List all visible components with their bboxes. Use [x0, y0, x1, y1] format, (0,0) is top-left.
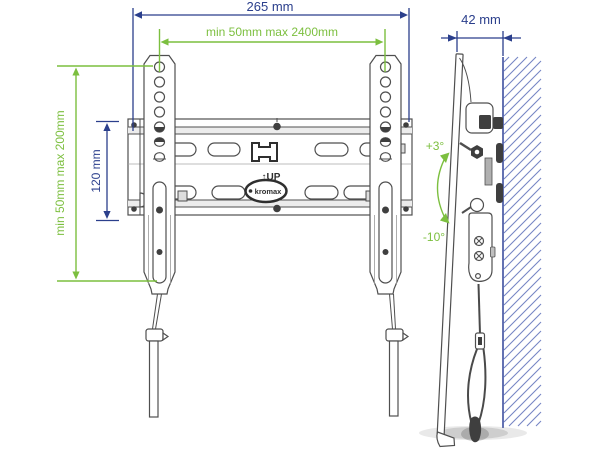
dim-height-range-label: min 50mm max 200mm — [53, 110, 67, 235]
dim-rail-span-label: min 50mm max 2400mm — [206, 25, 338, 39]
hatch-line — [503, 213, 542, 252]
dim-depth-label: 42 mm — [461, 12, 501, 27]
hatch-line — [503, 267, 542, 306]
hatch-line — [503, 276, 542, 315]
dim-depth-42: 42 mm — [441, 12, 521, 56]
pivot-joint — [469, 197, 485, 213]
hatch-line — [503, 177, 542, 216]
tilt-down-label: -10° — [423, 230, 445, 244]
plate-screw — [403, 206, 409, 212]
hatch-line — [503, 132, 542, 171]
hatch-line — [503, 56, 510, 63]
hatch-line — [503, 249, 542, 288]
hatch-line — [503, 123, 542, 162]
level-indicator — [251, 142, 278, 162]
hatch-line — [503, 114, 542, 153]
hatch-line — [503, 168, 542, 207]
wall-hatch — [503, 56, 542, 427]
brand-text: kromax — [255, 187, 283, 196]
hatch-line — [503, 96, 542, 135]
side-view: 42 mm +3° -10° — [419, 12, 542, 448]
dim-hole-pitch-label: 120 mm — [89, 149, 103, 192]
left-bracket — [143, 54, 176, 295]
hatch-line — [503, 186, 542, 225]
hatch-line — [503, 60, 542, 99]
bracket-hole — [379, 152, 392, 162]
hatch-line — [535, 420, 542, 427]
tilt-up-label: +3° — [426, 139, 445, 153]
hatch-line — [503, 285, 542, 324]
tv-plate-side — [436, 53, 464, 439]
dim-rail-span: min 50mm max 2400mm — [158, 25, 386, 72]
hatch-line — [503, 321, 542, 360]
dim-height-range: min 50mm max 200mm — [53, 65, 157, 282]
slot-bolt — [156, 249, 163, 255]
hatch-line — [503, 258, 542, 297]
hatch-line — [503, 56, 519, 72]
plate-screw — [131, 122, 137, 128]
hatch-line — [503, 312, 542, 351]
hatch-line — [503, 87, 542, 126]
hatch-line — [517, 402, 542, 427]
hatch-line — [503, 222, 542, 261]
plate-screw — [131, 206, 137, 212]
hatch-line — [503, 339, 542, 378]
hatch-line — [503, 348, 542, 387]
hatch-line — [503, 204, 542, 243]
up-label: ↑UP — [262, 172, 281, 183]
left-pull-strap — [145, 293, 170, 418]
bracket-hole — [153, 76, 166, 88]
plate-foot — [436, 431, 456, 448]
front-view: ↑UP kromax 265 mm — [53, 0, 413, 418]
dim-width-label: 265 mm — [247, 0, 294, 14]
bracket-hole — [153, 106, 166, 118]
hex-screw — [177, 190, 188, 202]
hatch-line — [503, 56, 537, 90]
hatch-line — [503, 357, 542, 396]
brand-logo: kromax — [244, 178, 288, 204]
hatch-line — [503, 56, 528, 81]
tilt-range: +3° -10° — [423, 139, 450, 244]
center-screw-top — [273, 122, 281, 131]
right-bracket — [369, 54, 402, 295]
hatch-line — [503, 69, 542, 108]
hatch-line — [503, 159, 542, 198]
dim-width-265: 265 mm — [132, 0, 410, 131]
hatch-line — [503, 384, 542, 423]
hatch-line — [503, 141, 542, 180]
hatch-line — [503, 375, 542, 414]
mount-mechanism — [459, 57, 503, 282]
hatch-line — [503, 330, 542, 369]
hatch-line — [508, 393, 542, 427]
bracket-hole — [379, 91, 392, 103]
plate-screw — [403, 122, 409, 128]
bracket-slot — [152, 181, 167, 284]
hatch-line — [503, 366, 542, 405]
hatch-line — [503, 195, 542, 234]
hatch-line — [503, 78, 542, 117]
slot-bolt — [382, 206, 389, 214]
bracket-hole — [153, 152, 166, 162]
hatch-line — [503, 240, 542, 279]
hatch-line — [503, 294, 542, 333]
hatch-line — [503, 150, 542, 189]
hatch-line — [526, 411, 542, 427]
slot-bolt — [382, 249, 389, 255]
bracket-slot — [378, 181, 393, 284]
pull-cord — [467, 283, 487, 443]
bracket-hole — [153, 91, 166, 103]
bracket-hole — [379, 106, 392, 118]
center-screw-bottom — [273, 204, 281, 213]
hatch-line — [503, 231, 542, 270]
dim-hole-pitch: 120 mm — [89, 120, 119, 222]
hatch-line — [503, 105, 542, 144]
hatch-line — [503, 303, 542, 342]
bracket-hole — [379, 76, 392, 88]
slot-bolt — [156, 206, 163, 214]
right-pull-strap — [385, 293, 410, 417]
